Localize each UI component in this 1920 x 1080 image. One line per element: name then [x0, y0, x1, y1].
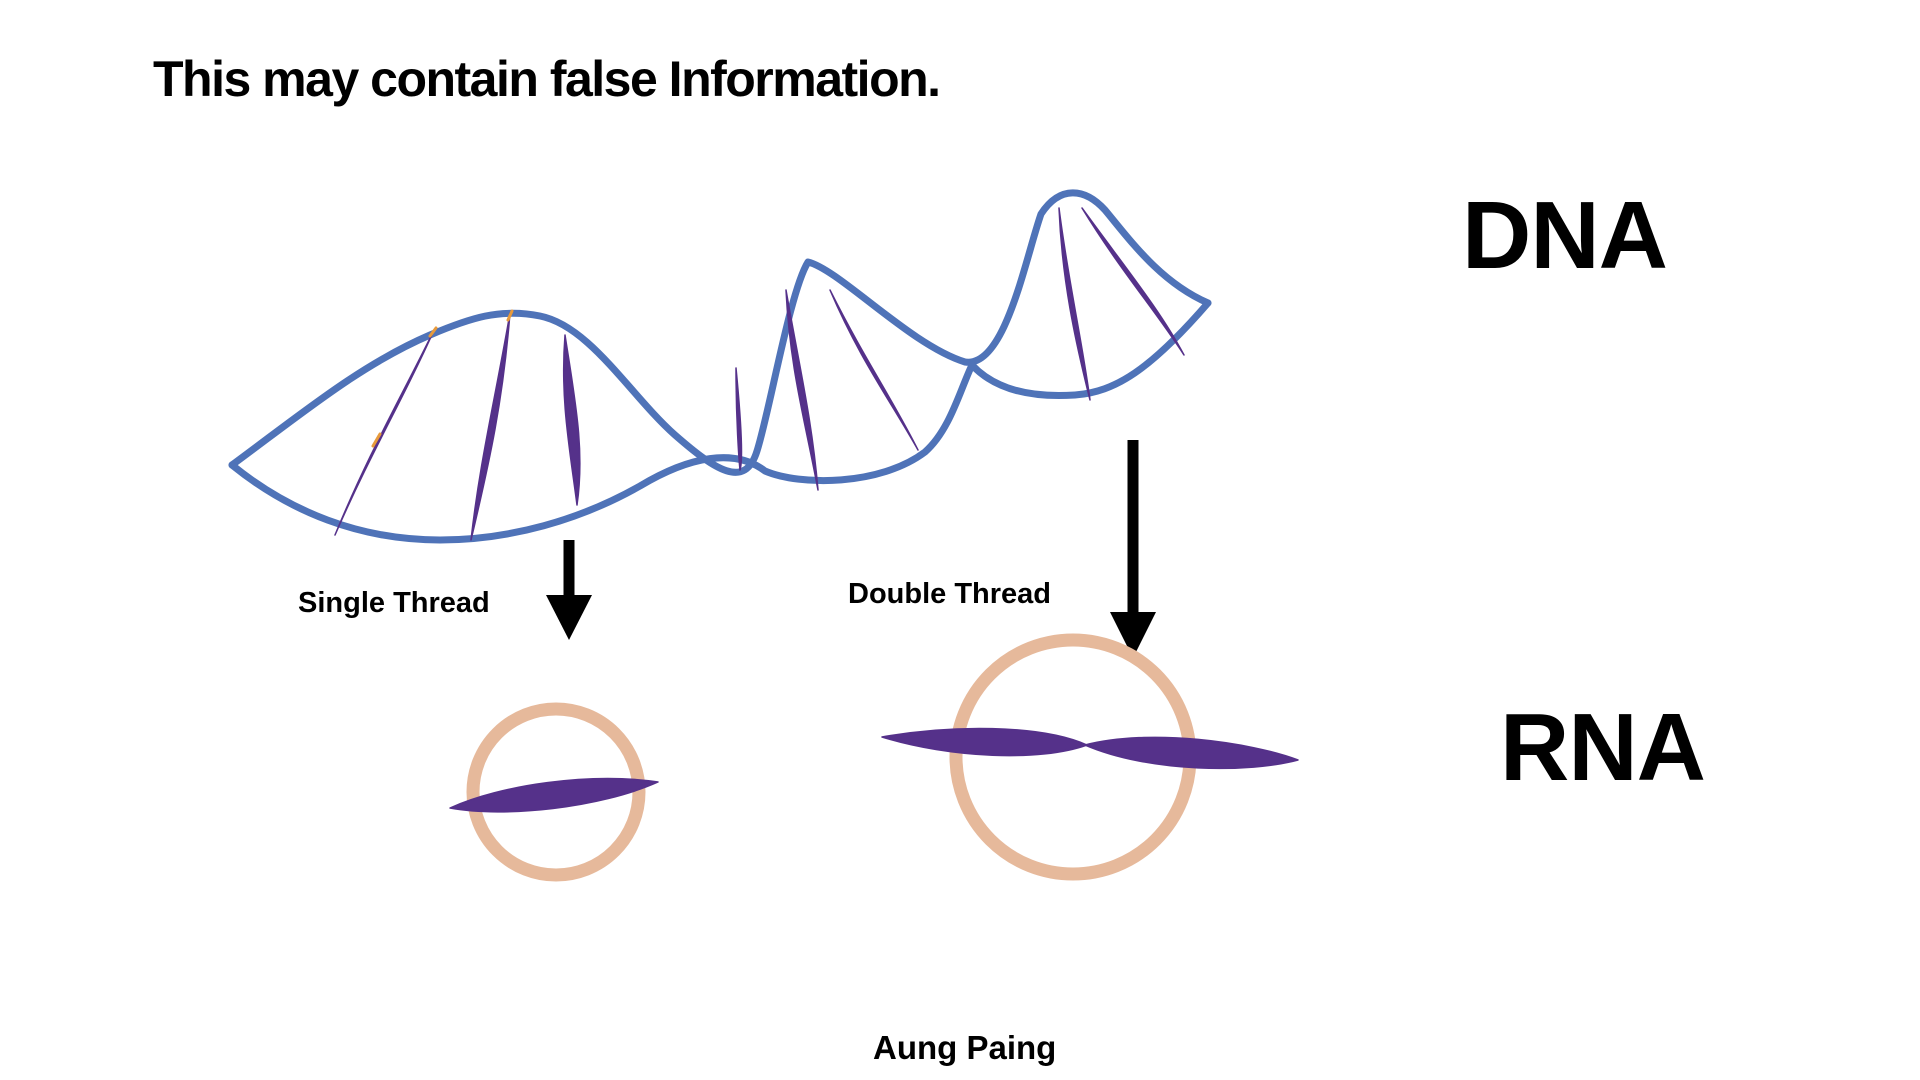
dna-label: DNA	[1462, 182, 1668, 289]
base-pair	[562, 334, 581, 506]
rna-strand	[881, 727, 1088, 757]
base-pair-highlight	[506, 309, 514, 322]
base-pair	[1058, 207, 1091, 401]
author-credit: Aung Paing	[873, 1029, 1057, 1066]
double-thread-label: Double Thread	[848, 578, 1052, 610]
base-pair	[1081, 207, 1185, 356]
rna-double-thread	[881, 633, 1299, 881]
base-pair	[785, 289, 819, 491]
single-thread-label: Single Thread	[298, 587, 490, 619]
base-pair	[735, 367, 743, 471]
dna-base-pairs	[334, 207, 1185, 541]
base-pair	[334, 329, 435, 536]
rna-label: RNA	[1500, 694, 1706, 801]
rna-single-thread	[449, 702, 659, 882]
arrow-head	[546, 595, 592, 640]
arrow-double-thread	[1110, 440, 1156, 658]
base-pair-highlight	[428, 326, 438, 338]
base-pair-highlight	[371, 432, 382, 448]
base-pair	[470, 312, 511, 541]
dna-helix	[228, 189, 1212, 544]
arrow-head	[1110, 612, 1156, 658]
rna-ring	[466, 702, 646, 882]
base-pair	[829, 289, 919, 451]
rna-strand	[1084, 736, 1299, 770]
dna-strand-lower	[228, 299, 1212, 544]
dna-strand-upper	[228, 189, 1212, 476]
arrow-single-thread	[546, 540, 592, 640]
rna-strand	[449, 777, 659, 813]
disclaimer-heading: This may contain false Information.	[153, 51, 941, 107]
